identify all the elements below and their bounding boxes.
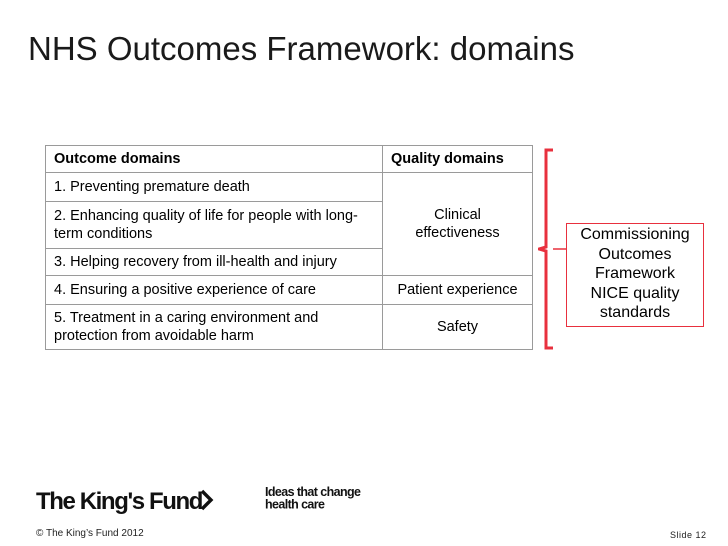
header-outcome-domains: Outcome domains (45, 145, 383, 173)
table-row: 1. Preventing premature death Clinical e… (45, 172, 533, 276)
table-header-row: Outcome domains Quality domains (45, 145, 533, 173)
slide-title: NHS Outcomes Framework: domains (28, 30, 575, 67)
side-box-line: Framework (594, 265, 675, 282)
outcome-domain-3: 3. Helping recovery from ill-health and … (45, 248, 383, 276)
right-bracket (538, 148, 567, 350)
table-row: 5. Treatment in a caring environment and… (45, 304, 533, 350)
side-box-line: Outcomes (598, 245, 672, 263)
table-row: 3. Helping recovery from ill-health and … (45, 248, 533, 276)
tagline-line: Ideas that change (265, 484, 361, 500)
outcomes-table: Outcome domains Quality domains 1. Preve… (45, 145, 533, 350)
bracket-path (538, 148, 553, 350)
outcome-domain-5: 5. Treatment in a caring environment and… (45, 304, 383, 350)
quality-clinical-effectiveness-label: Clinical effectiveness (415, 207, 500, 241)
side-box-line: standards (599, 304, 671, 321)
logo-tagline: Ideas that change health care (265, 484, 361, 512)
outcome-domain-2: 2. Enhancing quality of life for people … (45, 201, 383, 249)
outcome-domain-4: 4. Ensuring a positive experience of car… (45, 275, 383, 305)
chevron-right-icon (200, 489, 214, 511)
kings-fund-logo: The King's Fund (36, 488, 214, 515)
outcome-domain-1: 1. Preventing premature death (45, 172, 383, 202)
logo-text: The King's Fund (36, 488, 203, 515)
quality-safety: Safety (382, 304, 533, 350)
table-row: 2. Enhancing quality of life for people … (45, 201, 533, 249)
quality-patient-experience: Patient experience (382, 275, 533, 305)
table-row: 4. Ensuring a positive experience of car… (45, 275, 533, 305)
slide-number: Slide 12 (670, 530, 707, 540)
header-quality-domains: Quality domains (382, 145, 533, 173)
commissioning-nice-box: Commissioning Outcomes Framework NICE qu… (566, 223, 704, 327)
quality-clinical-effectiveness: Clinical effectiveness (382, 172, 533, 276)
copyright-notice: © The King’s Fund 2012 (36, 528, 144, 539)
side-box-line: NICE quality (590, 284, 680, 302)
tagline-line: health care (265, 496, 325, 512)
side-box-line: Commissioning (580, 226, 690, 243)
